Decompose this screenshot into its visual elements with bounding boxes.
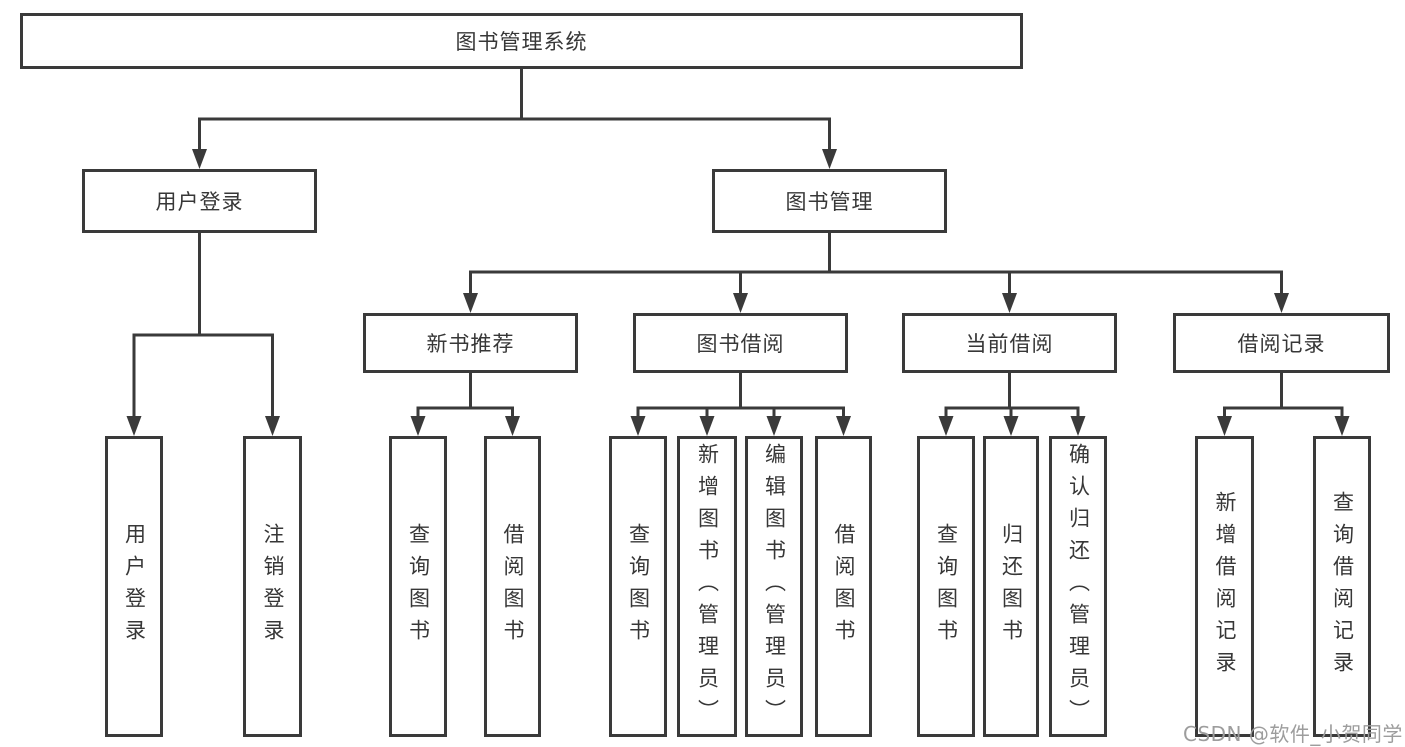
arrowhead-icon [938,416,954,436]
arrowhead-icon [265,416,280,436]
borrow-books-leaf-box: 借阅图书 [815,436,872,737]
arrowhead-icon [192,149,207,169]
query-borrow-record-leaf-box: 查询借阅记录 [1313,436,1371,737]
arrowhead-icon [766,416,782,436]
csdn-watermark: CSDN @软件_小贺同学 [1183,722,1403,746]
return-books-leaf-box: 归还图书 [983,436,1039,737]
query-books-leaf-box: 查询图书 [389,436,447,737]
query-books-leaf-box: 查询图书 [609,436,667,737]
user-login-branch-box: 用户登录 [82,169,317,233]
arrowhead-icon [1334,416,1350,436]
book-borrowing-box: 图书借阅 [633,313,848,373]
arrowhead-icon [463,293,478,313]
arrowhead-icon [630,416,646,436]
arrowhead-icon [1274,293,1289,313]
current-borrowing-box: 当前借阅 [902,313,1117,373]
arrowhead-icon [1003,416,1019,436]
logout-leaf-box: 注销登录 [243,436,302,737]
arrowhead-icon [126,416,142,436]
arrowhead-icon [410,416,426,436]
arrowhead-icon [1070,416,1086,436]
borrowing-records-box: 借阅记录 [1173,313,1390,373]
arrowhead-icon [699,416,715,436]
arrowhead-icon [505,416,520,436]
confirm-return-admin-leaf-box: 确认归还（管理员） [1049,436,1107,737]
arrowhead-icon [1217,416,1232,436]
book-management-box: 图书管理 [712,169,947,233]
borrow-books-leaf-box: 借阅图书 [484,436,541,737]
add-books-admin-leaf-box: 新增图书（管理员） [677,436,737,737]
query-books-leaf-box: 查询图书 [917,436,975,737]
arrowhead-icon [836,416,851,436]
library-management-system-box: 图书管理系统 [20,13,1023,69]
arrowhead-icon [822,149,837,169]
arrowhead-icon [1002,293,1017,313]
edit-books-admin-leaf-box: 编辑图书（管理员） [745,436,803,737]
user-login-leaf-box: 用户登录 [105,436,163,737]
add-borrow-record-leaf-box: 新增借阅记录 [1195,436,1254,737]
new-book-recommendation-box: 新书推荐 [363,313,578,373]
arrowhead-icon [733,293,748,313]
